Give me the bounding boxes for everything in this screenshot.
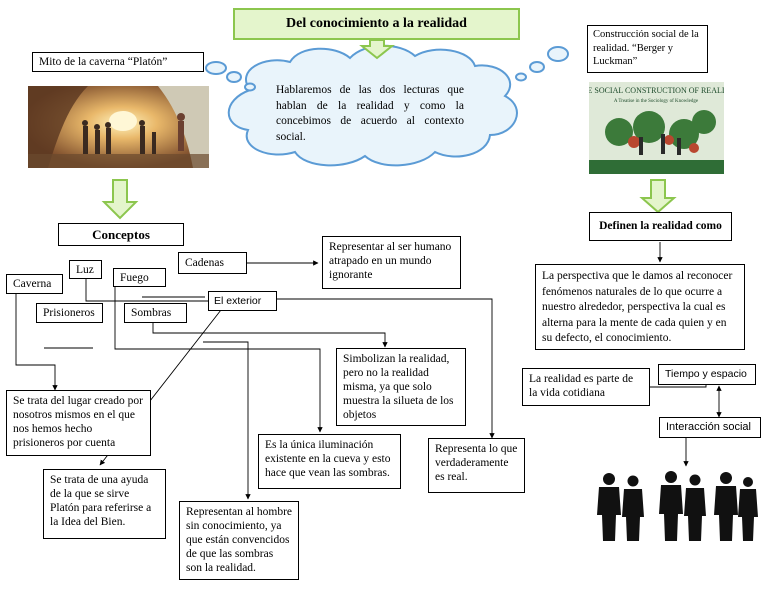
definition-cadenas: Representar al ser humano atrapado en un… [322, 236, 461, 289]
cave-painting-image [28, 86, 209, 168]
definition-luz: Se trata de una ayuda de la que se sirve… [43, 469, 166, 539]
green-arrows [101, 39, 677, 220]
book-cover-image: THE SOCIAL CONSTRUCTION OF REALITY A Tre… [589, 82, 724, 174]
definition-exterior: Representa lo que verdaderamente es real… [428, 438, 525, 493]
term-sombras: Sombras [124, 303, 187, 323]
definition-caverna: Se trata del lugar creado por nosotros m… [6, 390, 151, 456]
book-title-text: THE SOCIAL CONSTRUCTION OF REALITY [589, 86, 724, 95]
definition-prisioneros: Representan al hombre sin conocimiento, … [179, 501, 299, 580]
social-interaction-box: Interacción social [659, 417, 761, 438]
book-subtitle-text: A Treatise in the Sociology of Knowledge [614, 99, 699, 104]
concepts-heading: Conceptos [58, 223, 184, 246]
term-cadenas: Cadenas [178, 252, 247, 274]
berger-reading-label: Construcción social de la realidad. “Ber… [587, 25, 708, 73]
definition-fuego: Es la única iluminación existente en la … [258, 434, 401, 489]
time-space-box: Tiempo y espacio [658, 364, 756, 385]
define-reality-heading: Definen la realidad como [589, 212, 732, 241]
plato-reading-label: Mito de la caverna “Platón” [32, 52, 204, 72]
term-exterior: El exterior [208, 291, 277, 311]
people-silhouettes-image [591, 467, 761, 543]
term-fuego: Fuego [113, 268, 166, 287]
intro-cloud-text: Hablaremos de las dos lecturas que habla… [276, 84, 464, 143]
term-luz: Luz [69, 260, 102, 279]
term-caverna: Caverna [6, 274, 63, 294]
definition-sombras: Simbolizan la realidad, pero no la reali… [336, 348, 466, 426]
cloud-shape [205, 44, 569, 167]
map-title: Del conocimiento a la realidad [233, 8, 520, 40]
term-prisioneros: Prisioneros [36, 303, 103, 323]
reality-definition: La perspectiva que le damos al reconocer… [535, 264, 745, 350]
daily-life-box: La realidad es parte de la vida cotidian… [522, 368, 650, 406]
